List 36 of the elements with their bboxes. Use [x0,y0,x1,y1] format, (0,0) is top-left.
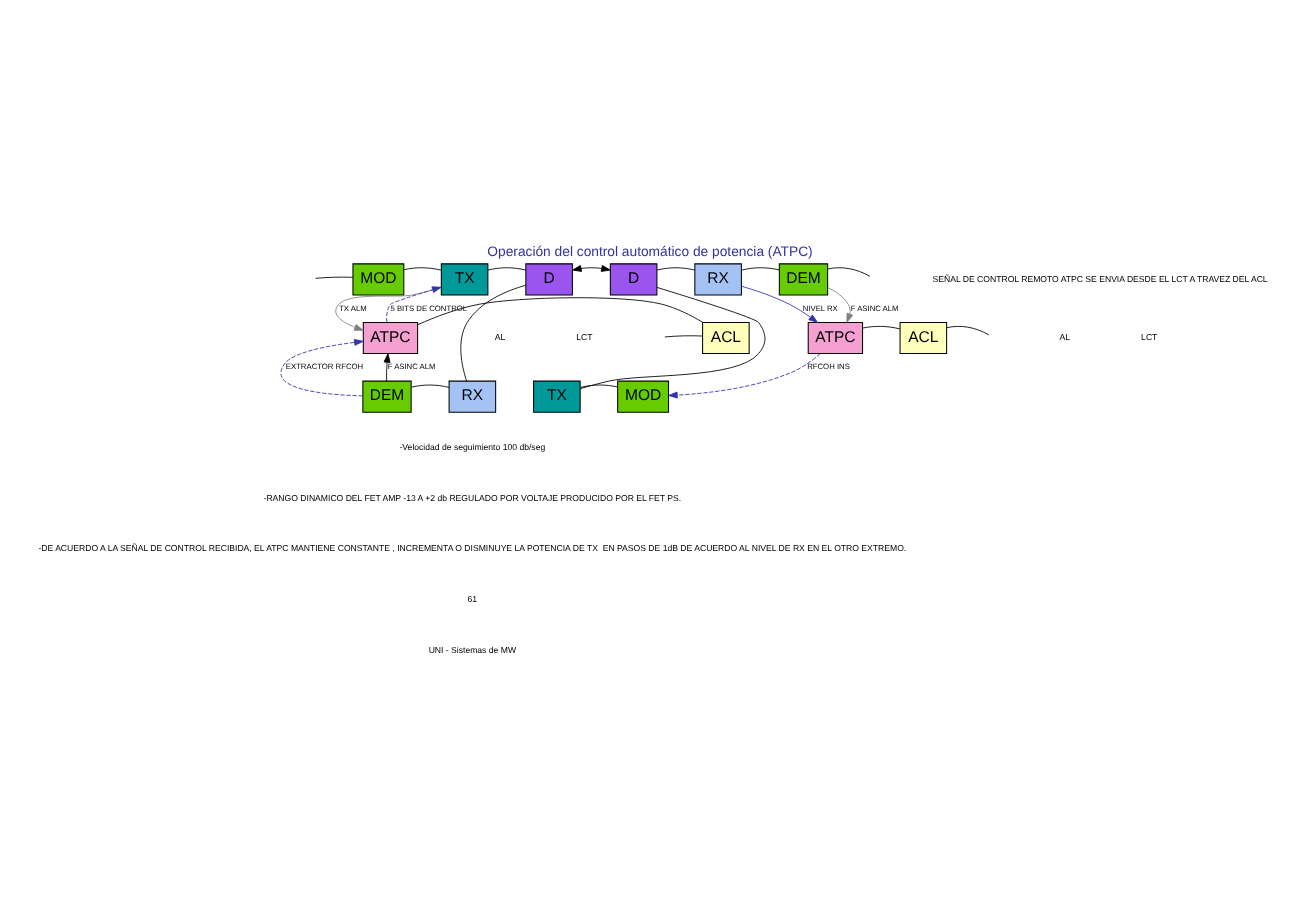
connector [403,266,442,270]
node-box: MOD [352,262,405,295]
arrow [280,337,364,396]
connector [460,283,527,381]
node-box: ATPC [362,321,419,354]
connector [580,383,619,387]
connector [741,266,780,270]
node-box: TX [533,379,581,412]
node-box: ACL [702,321,750,354]
node-box: RX [448,379,497,412]
connector [862,324,901,329]
node-box: ATPC [807,321,864,354]
connector [487,266,527,270]
arrow [741,284,818,322]
connector [946,324,990,335]
node-box: DEM [778,262,829,295]
connector [410,383,450,387]
arrow [668,352,821,398]
connector [315,275,354,278]
connector [579,285,766,389]
node-box: TX [440,262,489,295]
arrow [383,352,391,381]
connector [664,334,703,337]
node-box: RX [694,262,742,295]
node-box: DEM [362,379,412,412]
connector [417,296,704,325]
node-box: MOD [617,379,670,412]
arrow [386,285,442,322]
node-box: ACL [899,321,948,354]
connector [827,266,871,276]
node-box: D [609,262,658,295]
arrow [335,286,442,330]
arrow [827,286,854,322]
node-box: D [525,262,573,295]
connector [656,266,696,270]
arrow [572,264,611,271]
